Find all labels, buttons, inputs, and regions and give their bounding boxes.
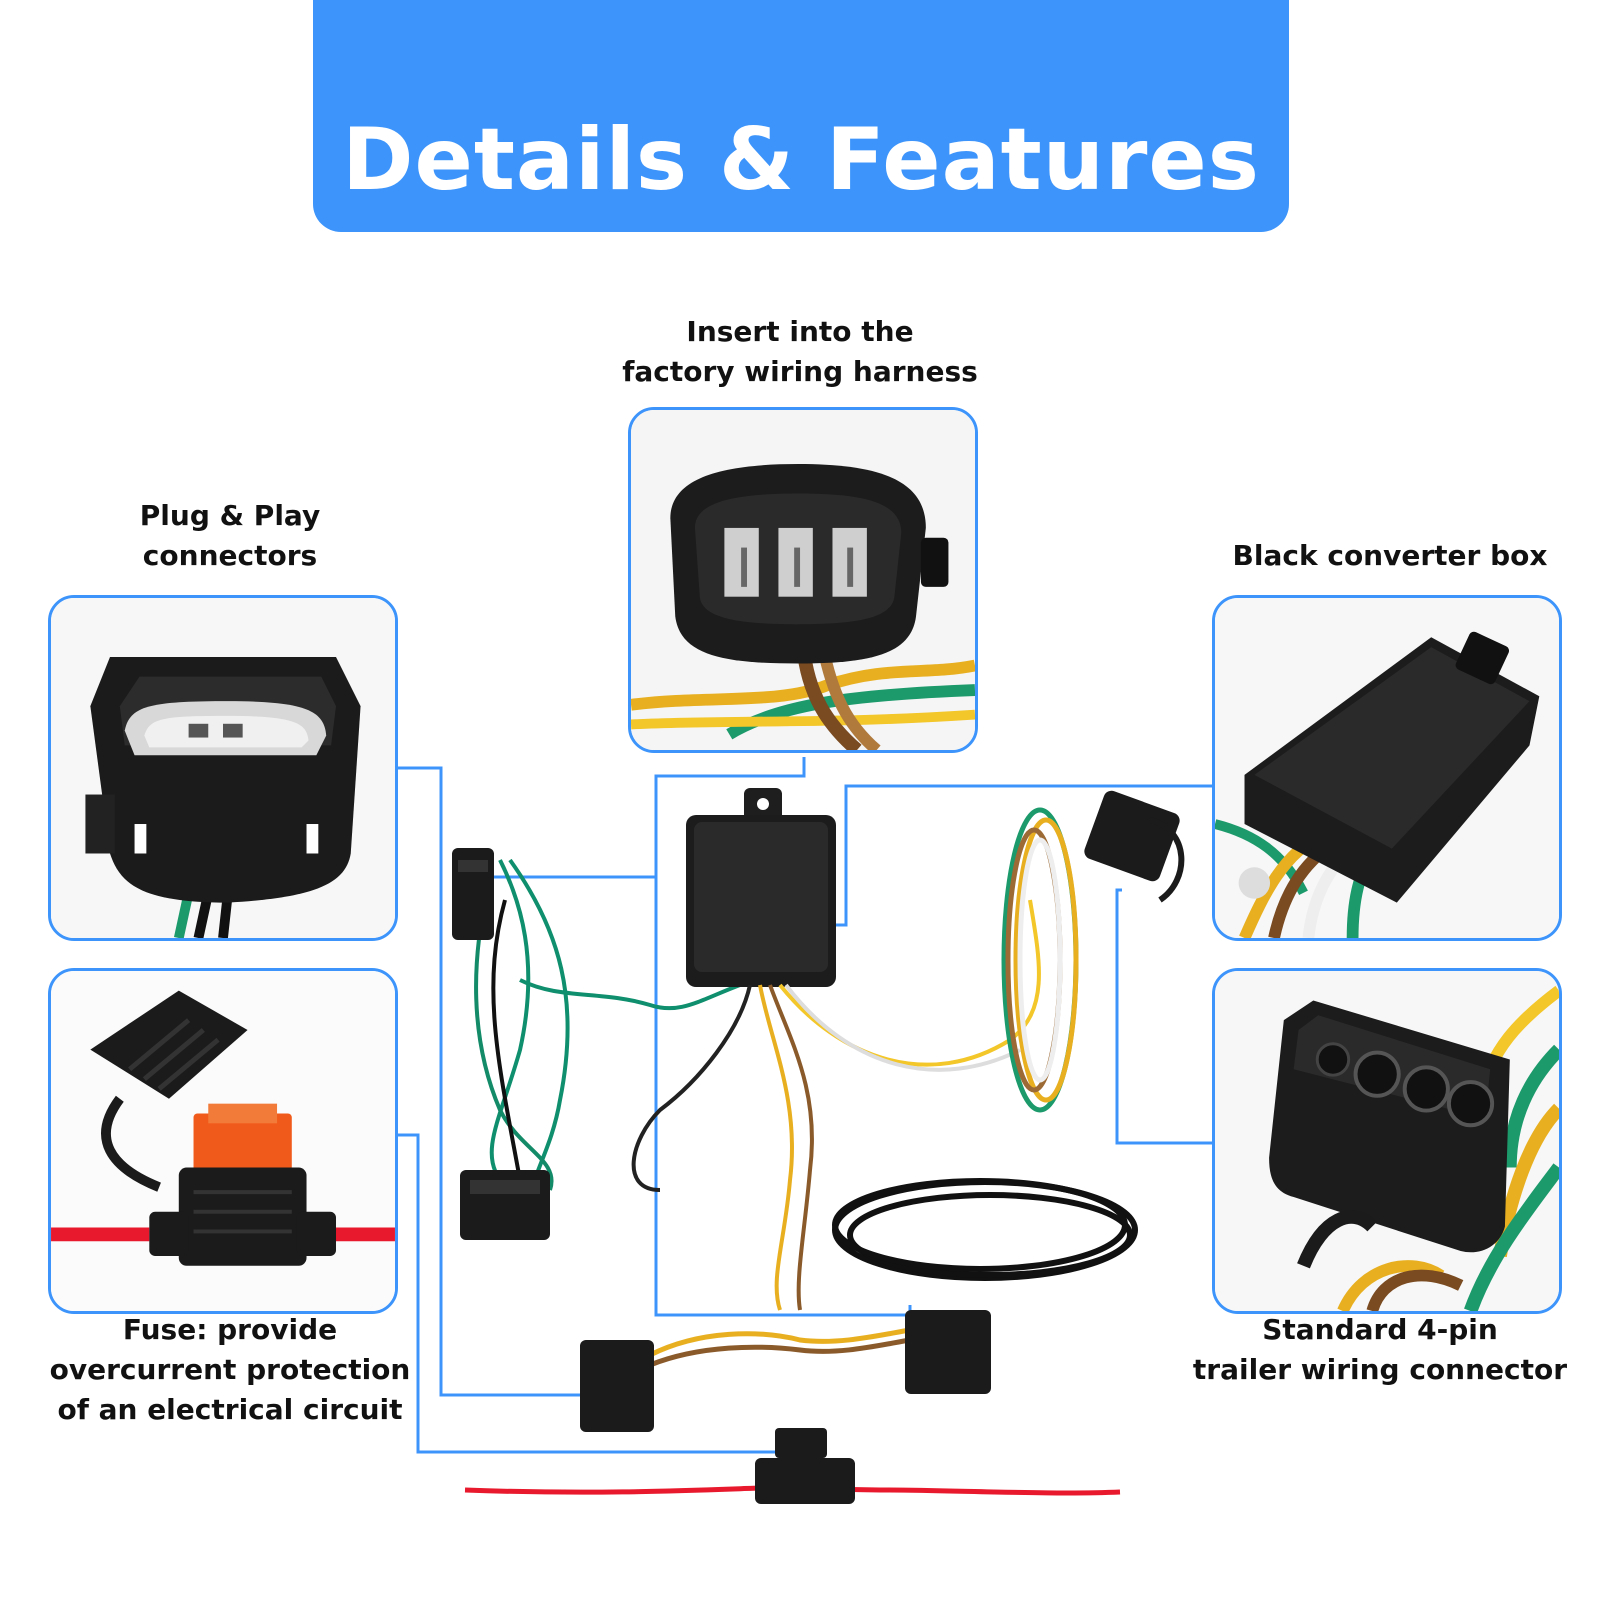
plug-connector-top bbox=[452, 848, 494, 940]
panel-four-pin-connector bbox=[1212, 968, 1562, 1314]
page-title: Details & Features bbox=[342, 110, 1260, 210]
inline-fuse-scene bbox=[464, 1428, 1121, 1504]
label-converter: Black converter box bbox=[1232, 539, 1548, 572]
panel-converter-box bbox=[1212, 595, 1562, 941]
four-pin-connector-image bbox=[1215, 971, 1559, 1311]
four-wire-coil bbox=[1001, 807, 1079, 1113]
connector-pair-bottom bbox=[580, 1310, 991, 1432]
converter-box-scene bbox=[686, 788, 836, 987]
four-pin-connector-scene bbox=[1084, 790, 1185, 903]
ground-wire-coil bbox=[832, 1178, 1138, 1281]
converter-box-image bbox=[1215, 598, 1559, 938]
header-banner: Details & Features bbox=[313, 0, 1289, 232]
fuse-image bbox=[51, 971, 395, 1311]
label-fuse: Fuse: provide overcurrent protection of … bbox=[49, 1313, 411, 1426]
panel-harness-connector bbox=[628, 407, 978, 753]
label-plug-play: Plug & Play connectors bbox=[139, 499, 321, 572]
label-four-pin: Standard 4-pin trailer wiring connector bbox=[1192, 1313, 1568, 1386]
panel-fuse bbox=[48, 968, 398, 1314]
harness-connector-image bbox=[631, 410, 975, 750]
panel-plug-play-connector bbox=[48, 595, 398, 941]
green-wire-harness bbox=[474, 858, 741, 1202]
label-harness: Insert into the factory wiring harness bbox=[622, 315, 978, 388]
plug-connector-image bbox=[51, 598, 395, 938]
plug-connector-bottom bbox=[460, 1170, 550, 1240]
converter-wires bbox=[631, 899, 1041, 1311]
